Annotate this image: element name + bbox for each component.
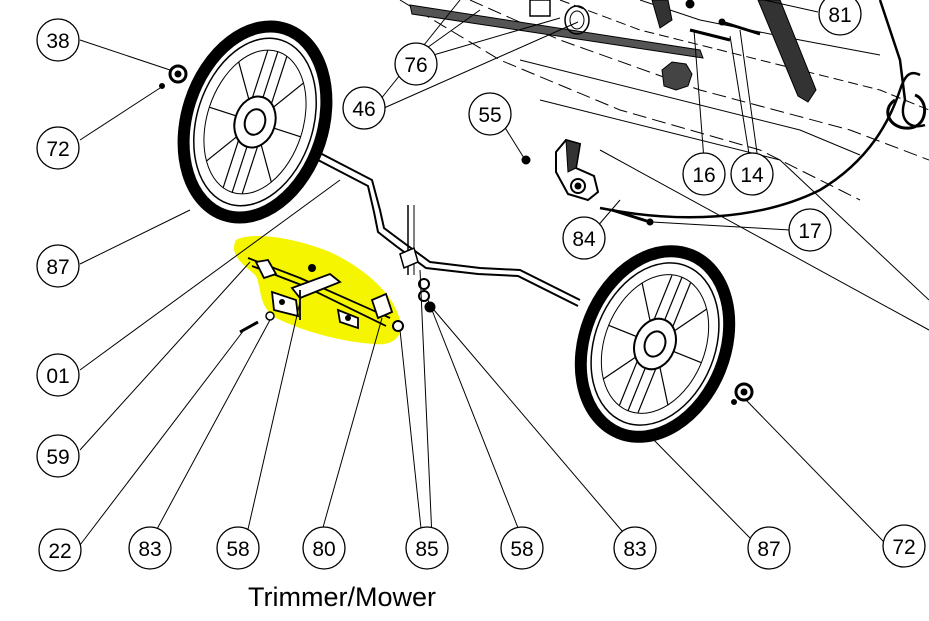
callout-59: 59 [36, 434, 80, 478]
callout-83: 83 [128, 526, 172, 570]
svg-text:58: 58 [226, 538, 249, 561]
left-wheel [177, 20, 333, 224]
svg-text:58: 58 [510, 538, 533, 561]
callout-17: 17 [788, 208, 832, 252]
svg-text:72: 72 [892, 536, 915, 559]
svg-text:81: 81 [828, 4, 851, 27]
callout-84: 84 [562, 216, 606, 260]
callout-58: 58 [216, 526, 260, 570]
callout-46: 46 [342, 86, 386, 130]
highlighted-bracket-assembly [234, 236, 404, 345]
callout-83-right: 83 [613, 526, 657, 570]
callout-58-right: 58 [500, 526, 544, 570]
callout-01: 01 [36, 353, 80, 397]
svg-text:17: 17 [798, 220, 821, 243]
svg-text:76: 76 [404, 54, 427, 77]
svg-text:01: 01 [46, 365, 69, 388]
callout-80: 80 [302, 526, 346, 570]
svg-text:14: 14 [740, 164, 764, 187]
svg-text:72: 72 [46, 138, 69, 161]
svg-text:87: 87 [757, 538, 780, 561]
svg-text:83: 83 [623, 538, 646, 561]
svg-text:16: 16 [692, 164, 715, 187]
callout-16: 16 [682, 152, 726, 196]
diagram-caption: Trimmer/Mower [248, 582, 436, 612]
svg-text:84: 84 [572, 228, 596, 251]
callout-14: 14 [730, 152, 774, 196]
callout-38: 38 [36, 18, 80, 62]
svg-text:83: 83 [138, 538, 161, 561]
callout-72: 72 [36, 126, 80, 170]
svg-text:55: 55 [478, 104, 501, 127]
callout-55: 55 [468, 92, 512, 136]
svg-text:85: 85 [415, 538, 438, 561]
svg-text:80: 80 [312, 538, 335, 561]
callout-labels: 38 72 87 01 59 22 83 58 80 85 58 83 87 7… [36, 0, 926, 572]
callout-85: 85 [405, 526, 449, 570]
callout-22: 22 [38, 528, 82, 572]
svg-text:59: 59 [46, 446, 69, 469]
callout-81: 81 [818, 0, 862, 36]
svg-text:22: 22 [48, 540, 71, 563]
svg-text:87: 87 [46, 256, 69, 279]
callout-87-right: 87 [747, 526, 791, 570]
leader-lines [79, 0, 885, 546]
callout-76: 76 [394, 42, 438, 86]
right-wheel [574, 245, 736, 443]
axle-hardware [159, 64, 754, 405]
axle [317, 151, 581, 307]
svg-text:46: 46 [352, 98, 375, 121]
callout-87: 87 [36, 244, 80, 288]
callout-72-right: 72 [882, 524, 926, 568]
svg-text:38: 38 [46, 30, 69, 53]
